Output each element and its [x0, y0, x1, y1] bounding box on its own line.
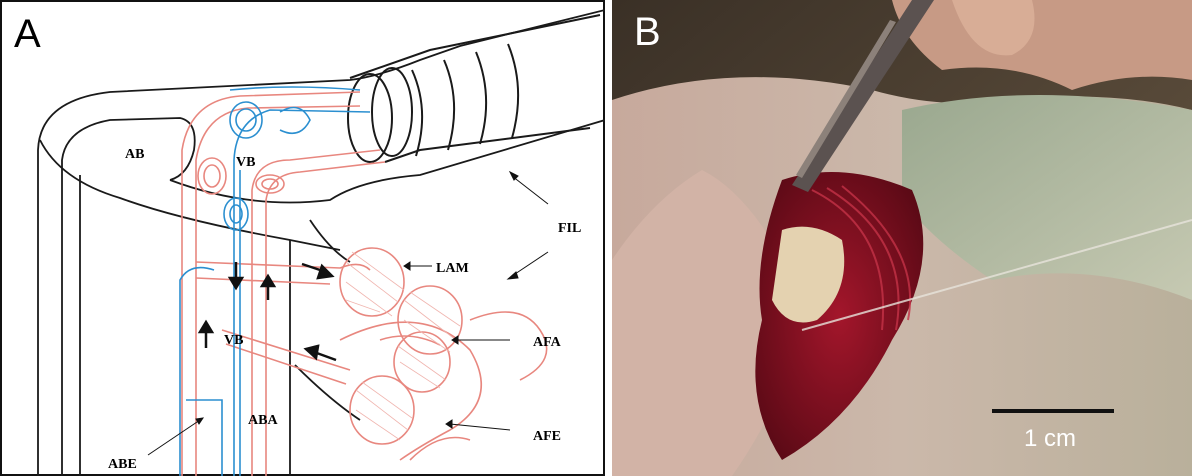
panel-a-schematic: AB VB FIL LAM VB AFA ABA AFE ABE A: [0, 0, 605, 476]
fish-gill-photo: 1 cm: [612, 0, 1192, 476]
label-vb-top: VB: [236, 155, 255, 170]
label-lam: LAM: [436, 261, 469, 276]
label-abe: ABE: [108, 457, 137, 472]
scale-bar-label: 1 cm: [1024, 425, 1076, 452]
panel-a-frame: [1, 1, 604, 475]
panel-b-photo: 1 cm B: [612, 0, 1192, 476]
label-ab: AB: [125, 147, 144, 162]
label-afe: AFE: [533, 429, 561, 444]
gill-schematic: AB VB FIL LAM VB AFA ABA AFE ABE: [0, 0, 605, 476]
label-afa: AFA: [533, 335, 562, 350]
label-fil: FIL: [558, 221, 581, 236]
label-aba: ABA: [248, 413, 278, 428]
panel-a-letter: A: [14, 14, 41, 54]
label-vb-bottom: VB: [224, 333, 243, 348]
panel-b-letter: B: [634, 12, 661, 52]
